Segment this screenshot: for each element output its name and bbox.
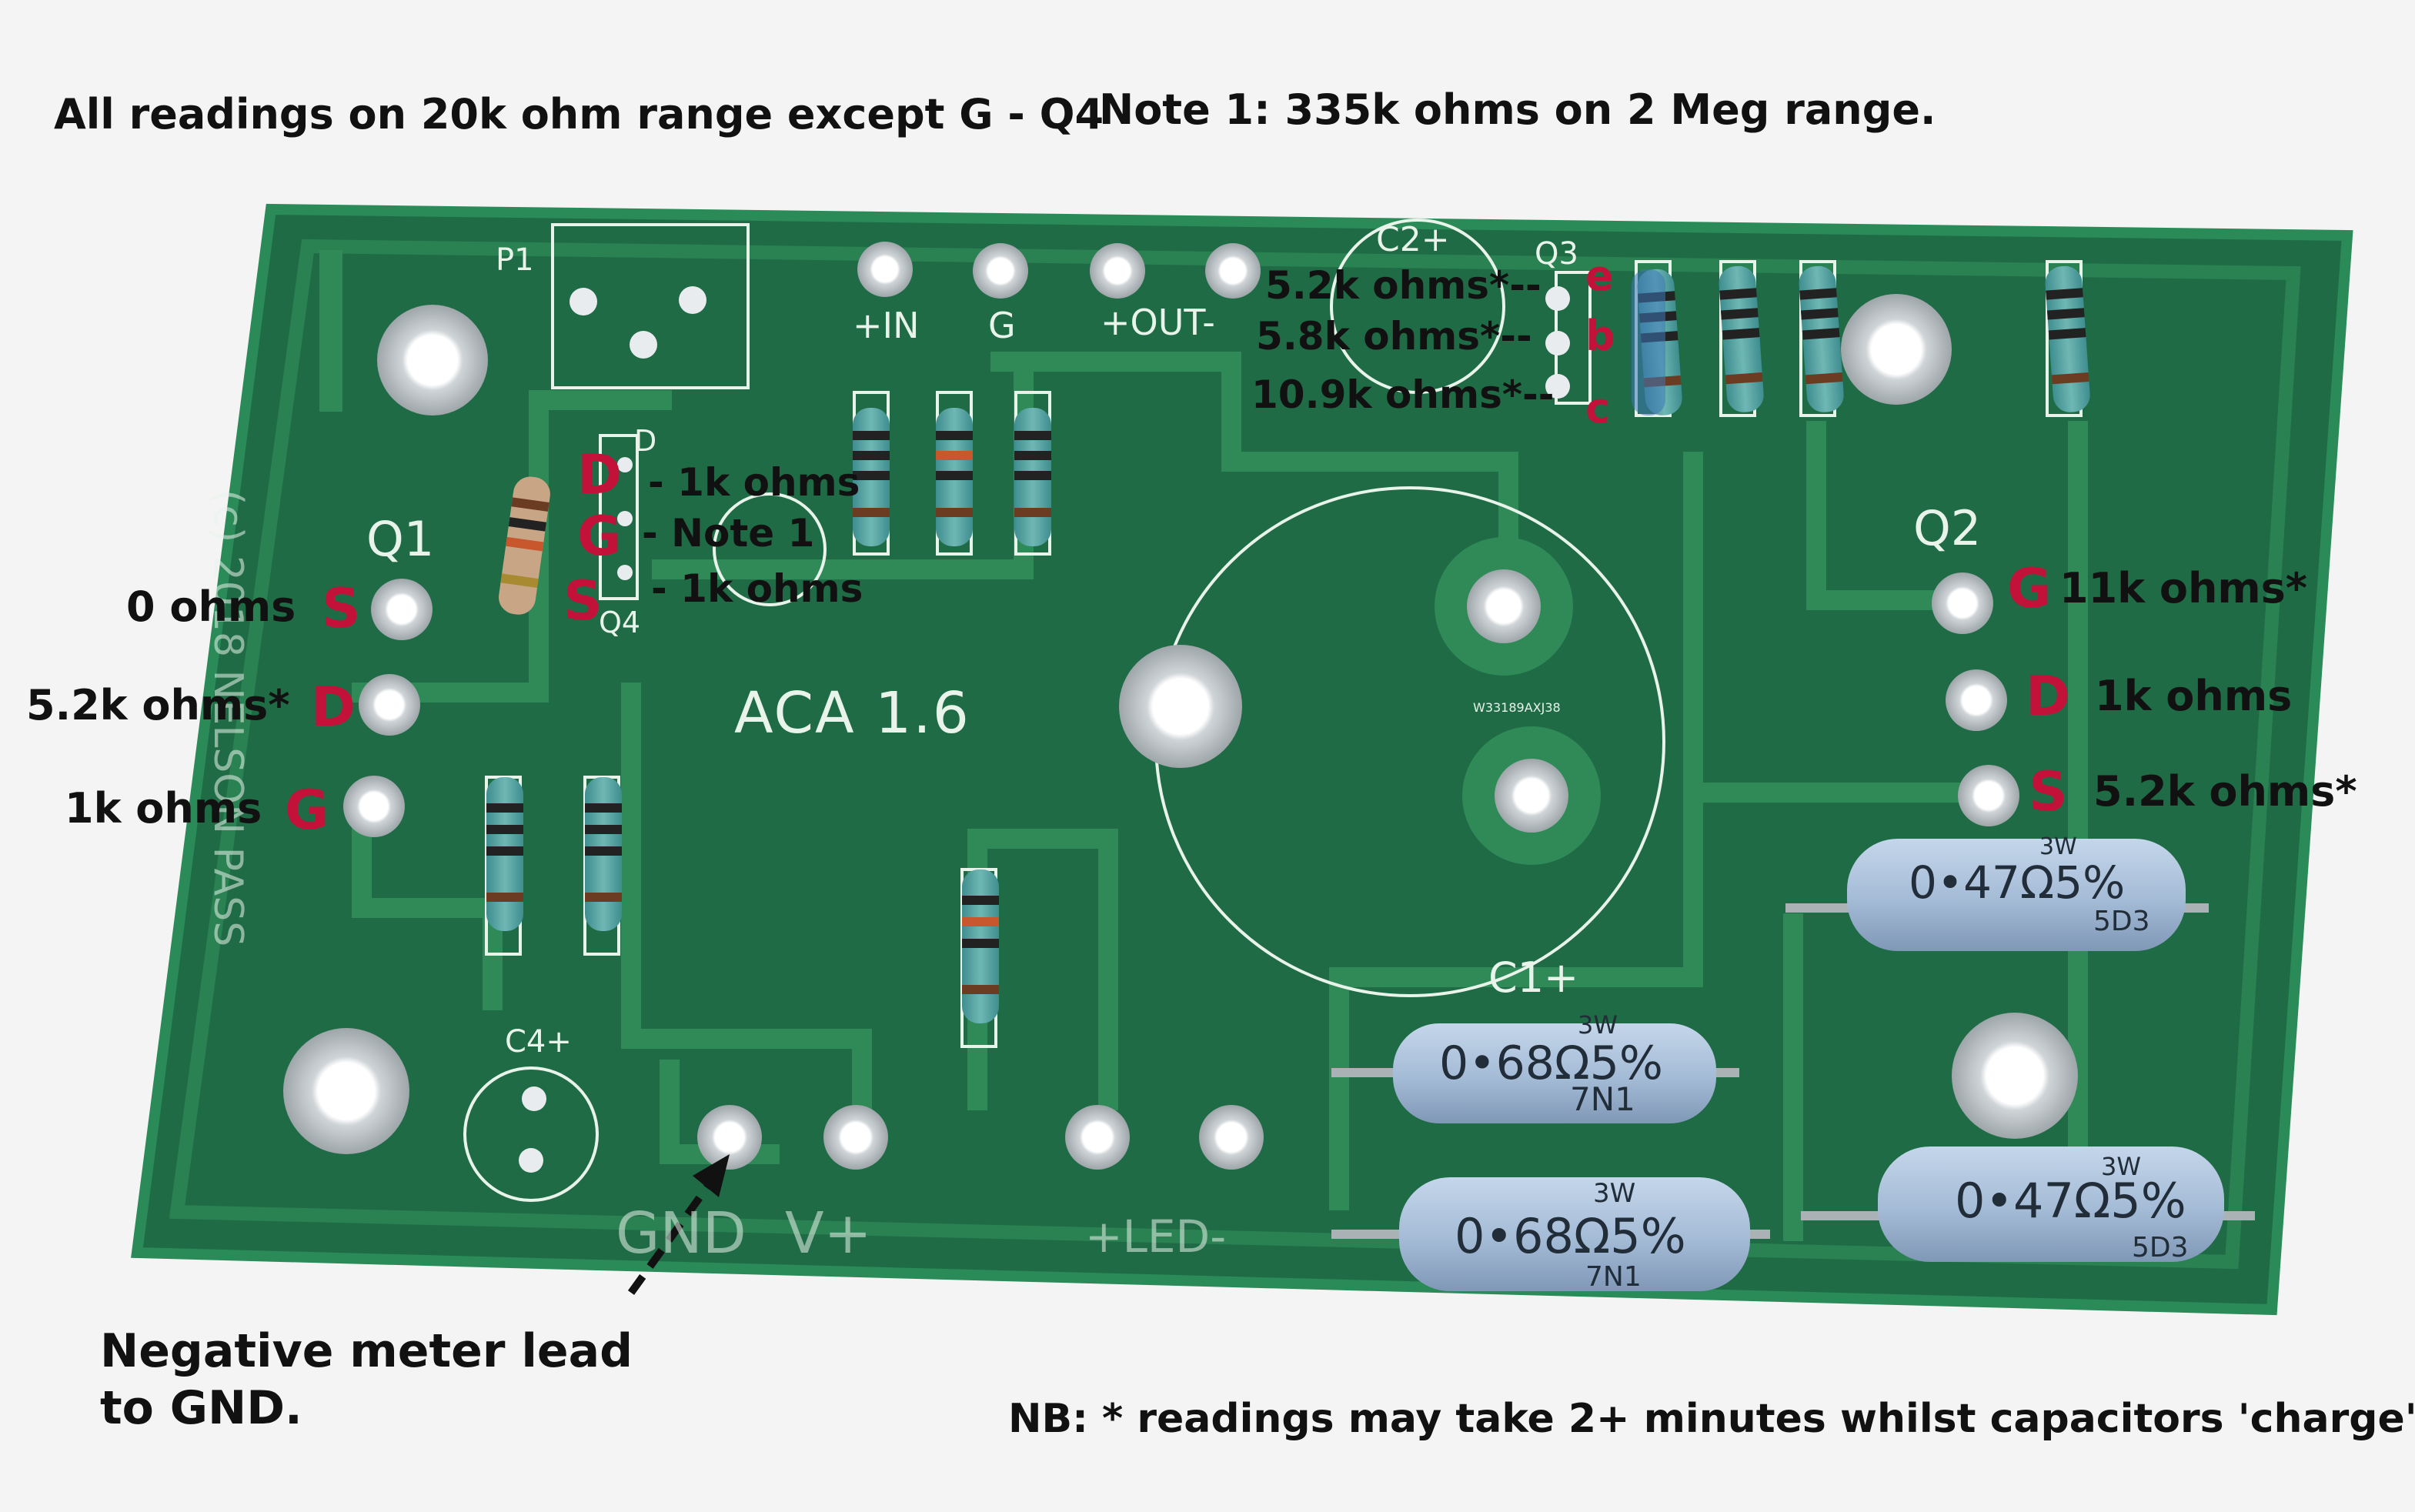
q2-d-reading: 1k ohms xyxy=(2095,672,2293,720)
resistor-2-marking: 0•68Ω5% xyxy=(1455,1208,1686,1264)
mounting-holes xyxy=(283,294,2078,1154)
resistor-1-code: 7N1 xyxy=(1570,1080,1635,1118)
resistor-2-code: 7N1 xyxy=(1585,1261,1642,1293)
c1-label: C1+ xyxy=(1488,953,1579,1002)
part-code: W33189AXJ38 xyxy=(1473,700,1561,715)
q4-s-letter: S xyxy=(563,569,603,633)
c2-label: C2+ xyxy=(1376,220,1450,259)
q3-b-reading: 5.8k ohms*-- xyxy=(1256,314,1532,359)
resistor-2-power: 3W xyxy=(1593,1178,1636,1209)
resistor-3-code: 5D3 xyxy=(2093,906,2150,937)
q1-s-letter: S xyxy=(322,577,361,640)
gnd-label: GND xyxy=(616,1200,747,1267)
resistor-1-marking: 0•68Ω5% xyxy=(1439,1036,1663,1090)
resistor-4-marking: 0•47Ω5% xyxy=(1955,1173,2186,1229)
small-resistors xyxy=(486,265,2090,1023)
c4-label: C4+ xyxy=(505,1024,572,1060)
board-name: ACA 1.6 xyxy=(734,680,970,746)
p1-label: P1 xyxy=(496,242,534,278)
q1-g-letter: G xyxy=(285,779,329,842)
q4-d-letter: D xyxy=(577,443,623,506)
note-top-right: Note 1: 335k ohms on 2 Meg range. xyxy=(1099,85,1936,134)
q2-s-letter: S xyxy=(2029,760,2068,823)
gnd-arrow xyxy=(627,1154,730,1295)
resistor-3-power: 3W xyxy=(2039,833,2077,860)
q4-g-reading: - Note 1 xyxy=(642,511,815,556)
note-top-left: All readings on 20k ohm range except G -… xyxy=(54,90,1104,139)
q4-d-reading: - 1k ohms xyxy=(648,460,860,505)
in-label: +IN xyxy=(853,305,920,346)
q1-d-reading: 5.2k ohms* xyxy=(26,681,290,729)
d-silk-label: D xyxy=(634,424,657,458)
q1-d-letter: D xyxy=(311,676,356,739)
out-label: +OUT- xyxy=(1101,302,1215,343)
q2-silk-label: Q2 xyxy=(1913,500,1982,556)
resistor-3-marking: 0•47Ω5% xyxy=(1909,856,2126,909)
q1-s-reading: 0 ohms xyxy=(126,582,296,631)
q1-g-reading: 1k ohms xyxy=(65,784,262,833)
resistor-1-power: 3W xyxy=(1578,1010,1618,1040)
q2-g-reading: 11k ohms* xyxy=(2059,564,2308,612)
q3-silk-label: Q3 xyxy=(1535,236,1578,272)
power-resistors xyxy=(1331,839,2255,1291)
q3-c-reading: 10.9k ohms*-- xyxy=(1251,372,1555,417)
c2-capacitor-pads xyxy=(1435,537,1601,865)
q3-e-reading: 5.2k ohms*-- xyxy=(1265,263,1542,308)
note-bottom-right: NB: * readings may take 2+ minutes whils… xyxy=(1008,1396,2415,1442)
vplus-label: V+ xyxy=(785,1200,872,1267)
q1-silk-label: Q1 xyxy=(366,511,435,567)
q2-d-letter: D xyxy=(2026,665,2071,728)
q2-s-reading: 5.2k ohms* xyxy=(2093,767,2357,816)
q4-silk-label: Q4 xyxy=(599,606,641,639)
g-silk-label: G xyxy=(988,305,1016,346)
q3-b-letter: b xyxy=(1585,312,1615,360)
note-meter-line1: Negative meter lead xyxy=(100,1324,633,1378)
resistor-4-code: 5D3 xyxy=(2132,1232,2189,1263)
q4-s-reading: - 1k ohms xyxy=(651,566,863,611)
resistor-4-power: 3W xyxy=(2101,1152,2141,1181)
q3-e-letter: e xyxy=(1585,252,1614,300)
q2-g-letter: G xyxy=(2007,557,2052,620)
note-meter-line2: to GND. xyxy=(100,1381,302,1435)
led-label: +LED- xyxy=(1085,1210,1227,1263)
q3-c-letter: c xyxy=(1585,384,1611,432)
q4-g-letter: G xyxy=(577,505,622,568)
through-hole-pads xyxy=(343,242,2019,1173)
